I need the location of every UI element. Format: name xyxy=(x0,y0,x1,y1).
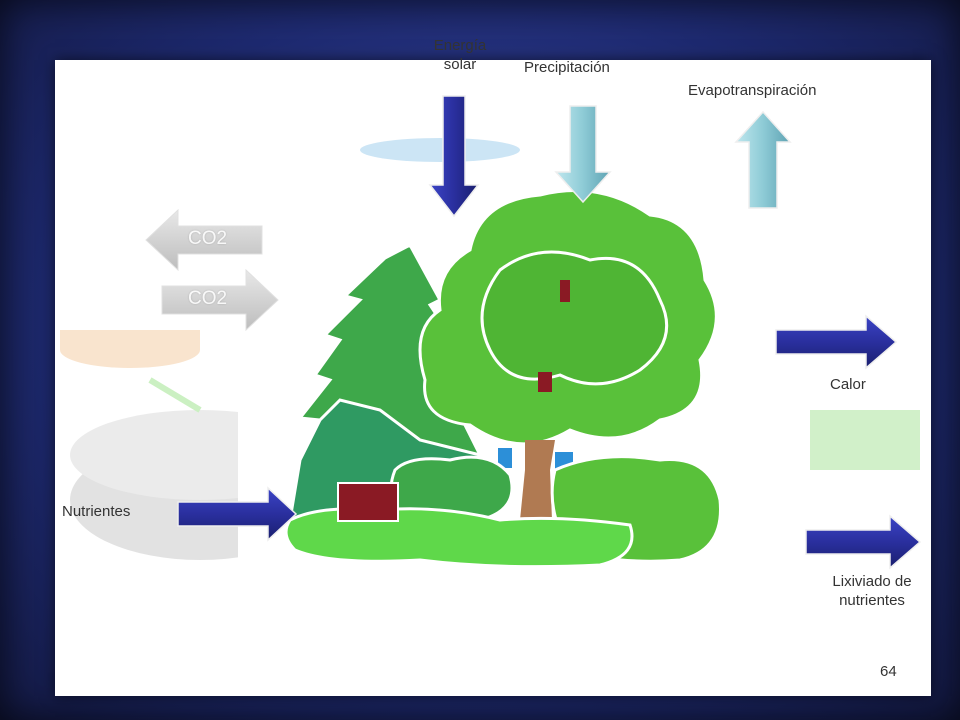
nutrient-leaching-label: Lixiviado de nutrientes xyxy=(832,573,912,609)
canopy-inner xyxy=(480,250,669,386)
branch-mark-2 xyxy=(538,372,552,392)
nutrient-leaching-arrow xyxy=(805,514,922,570)
co2-in-arrow xyxy=(161,268,279,332)
heat-arrow xyxy=(775,314,898,370)
precipitation-arrow xyxy=(554,105,612,204)
precipitation-label: Precipitación xyxy=(524,59,610,76)
nutrients-arrow xyxy=(177,486,298,542)
bush-bottom xyxy=(284,507,634,569)
solar-energy-arrow xyxy=(428,95,480,218)
co2-out-arrow xyxy=(145,208,263,272)
co2-out-label: CO2 xyxy=(188,228,228,249)
ghost-disk-orange-side xyxy=(60,330,200,350)
page-number: 64 xyxy=(880,663,897,680)
heat-label: Calor xyxy=(830,376,866,393)
co2-in-label: CO2 xyxy=(188,288,228,309)
forest-illustration xyxy=(284,189,722,569)
ghost-oval-blue xyxy=(360,138,520,162)
tree-stump xyxy=(337,482,399,522)
tree-trunk xyxy=(520,440,555,520)
solar-energy-label: Energía solar xyxy=(433,37,487,73)
evapotranspiration-label: Evapotranspiración xyxy=(688,82,817,99)
evapotranspiration-arrow xyxy=(734,110,792,209)
branch-mark xyxy=(560,280,570,302)
nutrients-label: Nutrientes xyxy=(62,503,131,520)
ghost-connector xyxy=(148,377,202,413)
ghost-disk-green xyxy=(800,420,920,460)
ghost-disk-orange xyxy=(60,332,200,368)
water-patch xyxy=(498,448,512,468)
ghost-disk-green-side xyxy=(800,410,920,470)
